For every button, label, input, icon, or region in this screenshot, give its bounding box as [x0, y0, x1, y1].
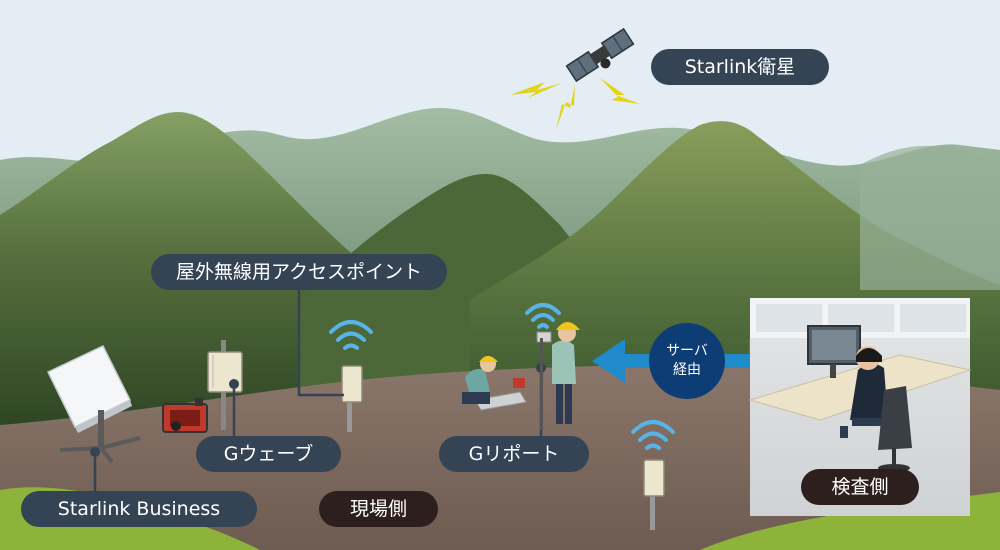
server-label: サーバ 経由	[649, 342, 725, 380]
g-report-terminal-icon	[540, 338, 543, 430]
generator-icon	[162, 398, 208, 433]
satellite-label: Starlink衛星	[651, 49, 829, 85]
starlink-business-label: Starlink Business	[21, 491, 257, 527]
g-wave-label: Gウェーブ	[196, 436, 341, 472]
worker-icon	[536, 322, 580, 424]
wifi-icon	[631, 420, 675, 450]
lightning-icon	[510, 78, 640, 130]
server-circle	[649, 323, 725, 399]
access-point-icon	[341, 365, 363, 432]
access-point-icon	[643, 459, 665, 530]
wifi-icon	[329, 320, 373, 350]
server-label-line2: 経由	[673, 362, 701, 378]
wifi-icon	[525, 303, 561, 329]
inspection-side-label: 検査側	[801, 469, 919, 505]
outdoor-ap-label: 屋外無線用アクセスポイント	[151, 254, 447, 290]
site-side-label: 現場側	[319, 491, 438, 527]
worker-icon	[462, 356, 527, 411]
inspector-at-desk-icon	[840, 346, 912, 472]
g-report-label: Gリポート	[439, 436, 589, 472]
satellite-icon	[565, 27, 635, 83]
server-label-line1: サーバ	[666, 343, 708, 359]
